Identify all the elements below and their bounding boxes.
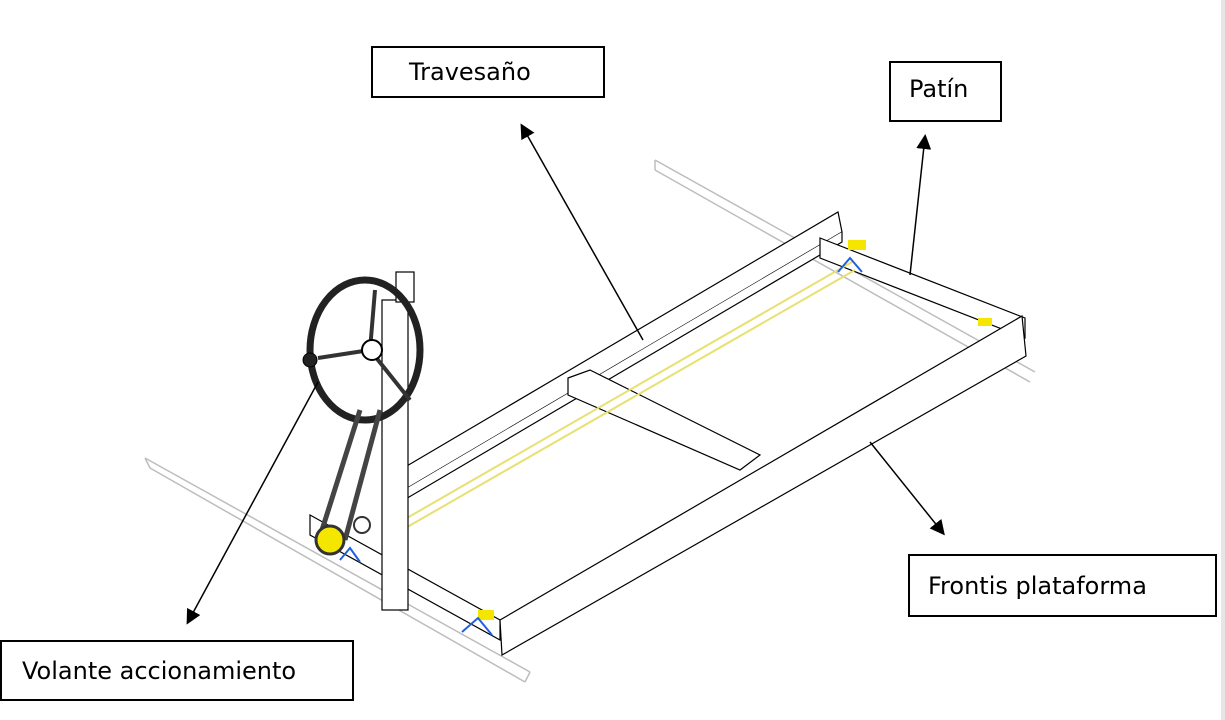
page-edge [1221,0,1225,720]
label-patin-text: Patín [909,75,969,103]
label-travesano: Travesaño [371,46,605,98]
label-volante-text: Volante accionamiento [22,656,297,685]
arrow-frontis [869,441,945,536]
label-frontis-text: Frontis plataforma [928,571,1147,600]
callout-arrows [186,123,945,625]
skate-blocks [339,240,992,636]
arrow-patin [909,134,932,276]
label-volante: Volante accionamiento [0,640,354,701]
platform-frame [309,211,1027,657]
label-travesano-text: Travesaño [409,58,531,86]
label-frontis: Frontis plataforma [908,554,1217,617]
drive-shaft [399,261,856,531]
handwheel-assembly [302,271,424,611]
label-patin: Patín [889,61,1002,122]
arrow-travesano [520,123,644,341]
guide-rails [144,159,1036,683]
arrow-volante [186,381,319,625]
